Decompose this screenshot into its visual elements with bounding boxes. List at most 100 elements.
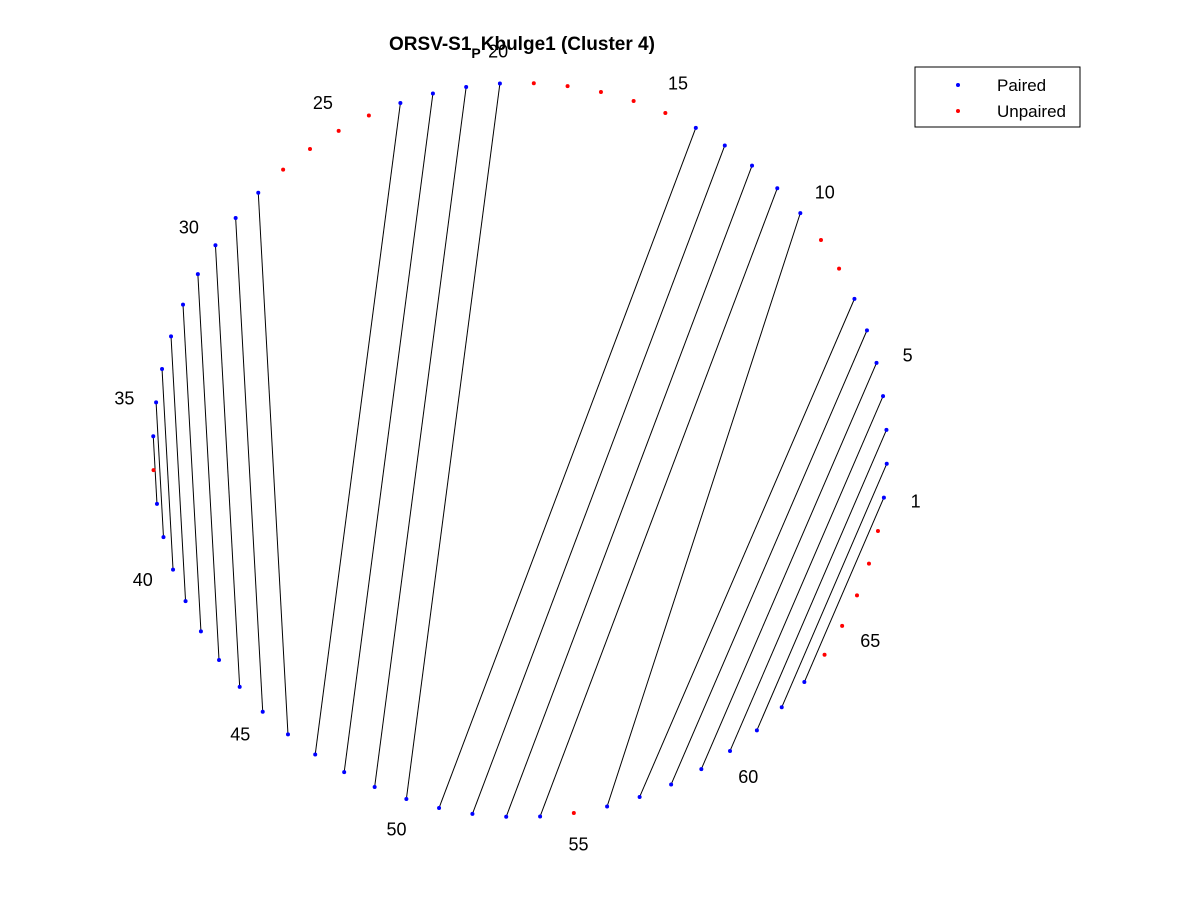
- tick-label-25: 25: [313, 93, 333, 113]
- unpaired-point-16: [631, 99, 636, 104]
- tick-label-50: 50: [386, 819, 406, 839]
- unpaired-point-37: [151, 468, 156, 473]
- paired-point-7: [852, 296, 857, 301]
- pair-line-2-62: [781, 463, 888, 708]
- unpaired-point-55: [571, 811, 576, 816]
- pair-line-20-50: [405, 83, 501, 800]
- paired-point-57: [637, 794, 642, 799]
- base-points: [151, 81, 889, 819]
- pair-line-10-56: [606, 212, 801, 807]
- paired-point-56: [605, 804, 610, 809]
- unpaired-point-68: [875, 528, 880, 533]
- chart-title: ORSV-S1PKbulge1 (Cluster 4): [389, 34, 655, 61]
- paired-point-35: [154, 400, 159, 405]
- paired-point-36: [151, 434, 156, 439]
- paired-point-3: [884, 427, 889, 432]
- tick-label-5: 5: [903, 345, 913, 365]
- unpaired-point-26: [308, 147, 312, 152]
- paired-point-45: [260, 709, 265, 714]
- unpaired-point-9: [818, 238, 823, 242]
- paired-point-28: [256, 190, 261, 195]
- paired-point-21: [464, 84, 469, 89]
- paired-point-30: [213, 243, 218, 248]
- tick-label-10: 10: [815, 182, 835, 202]
- legend-label-unpaired: Unpaired: [997, 102, 1066, 121]
- pair-line-12-53: [505, 165, 753, 817]
- pair-line-3-61: [756, 429, 887, 731]
- paired-point-59: [699, 767, 704, 772]
- paired-point-50: [404, 796, 409, 801]
- paired-point-39: [161, 535, 166, 540]
- pair-line-7-57: [639, 298, 855, 798]
- pair-line-4-60: [729, 395, 884, 752]
- pair-line-22-48: [343, 93, 434, 773]
- unpaired-point-27: [281, 167, 286, 172]
- paired-point-12: [750, 163, 755, 168]
- paired-point-48: [342, 770, 347, 775]
- unpaired-point-18: [565, 84, 570, 89]
- tick-label-15: 15: [668, 74, 688, 94]
- unpaired-point-64: [822, 652, 827, 657]
- pair-line-29-45: [235, 217, 264, 712]
- paired-point-42: [198, 629, 203, 634]
- paired-point-49: [372, 784, 377, 789]
- paired-point-31: [195, 272, 200, 277]
- legend-box: [914, 66, 1081, 128]
- paired-point-46: [285, 732, 290, 737]
- chart-title-suffix: Kbulge1 (Cluster 4): [481, 34, 655, 55]
- unpaired-point-66: [854, 593, 859, 598]
- tick-label-45: 45: [230, 725, 250, 745]
- unpaired-point-19: [531, 81, 536, 86]
- pair-line-23-47: [314, 102, 401, 755]
- pair-line-11-54: [539, 188, 778, 817]
- paired-point-63: [802, 680, 807, 685]
- paired-point-20: [497, 81, 502, 86]
- legend: Paired Unpaired: [914, 66, 1081, 128]
- tick-label-1: 1: [911, 492, 921, 512]
- tick-label-20: 20: [488, 42, 508, 62]
- legend-marker-paired: [956, 83, 960, 87]
- paired-point-47: [313, 752, 318, 757]
- paired-point-13: [722, 143, 727, 148]
- paired-point-14: [693, 125, 698, 130]
- chart-title-subscript: P: [471, 45, 480, 61]
- paired-point-41: [183, 599, 188, 604]
- tick-label-60: 60: [738, 767, 758, 787]
- pair-line-14-51: [438, 127, 697, 809]
- paired-point-6: [864, 328, 869, 333]
- chart-title-prefix: ORSV-S1: [389, 34, 472, 55]
- pair-line-31-43: [197, 274, 220, 661]
- paired-point-61: [754, 728, 759, 733]
- unpaired-point-67: [866, 561, 871, 566]
- paired-point-29: [233, 215, 238, 220]
- tick-label-30: 30: [179, 217, 199, 237]
- unpaired-point-65: [840, 623, 845, 628]
- pair-line-34-40: [161, 369, 174, 570]
- paired-point-2: [884, 461, 889, 466]
- pair-line-33-41: [170, 336, 187, 602]
- unpaired-point-17: [598, 90, 603, 95]
- pair-line-1-63: [803, 497, 885, 683]
- paired-point-1: [881, 495, 886, 500]
- paired-point-4: [881, 394, 886, 399]
- legend-label-paired: Paired: [997, 76, 1046, 95]
- unpaired-point-8: [837, 266, 842, 271]
- paired-point-54: [538, 814, 543, 819]
- paired-point-40: [171, 567, 176, 572]
- paired-point-52: [470, 811, 475, 816]
- paired-point-58: [669, 782, 674, 787]
- legend-marker-unpaired: [956, 109, 960, 113]
- unpaired-point-24: [366, 113, 371, 118]
- unpaired-point-25: [336, 128, 341, 133]
- tick-label-35: 35: [114, 388, 134, 408]
- paired-point-23: [398, 101, 403, 106]
- paired-point-32: [181, 302, 186, 307]
- pair-line-30-44: [214, 245, 241, 687]
- paired-point-10: [798, 211, 803, 216]
- pair-line-5-59: [700, 362, 877, 770]
- tick-label-40: 40: [133, 570, 153, 590]
- paired-point-5: [874, 360, 879, 365]
- paired-point-53: [504, 814, 509, 819]
